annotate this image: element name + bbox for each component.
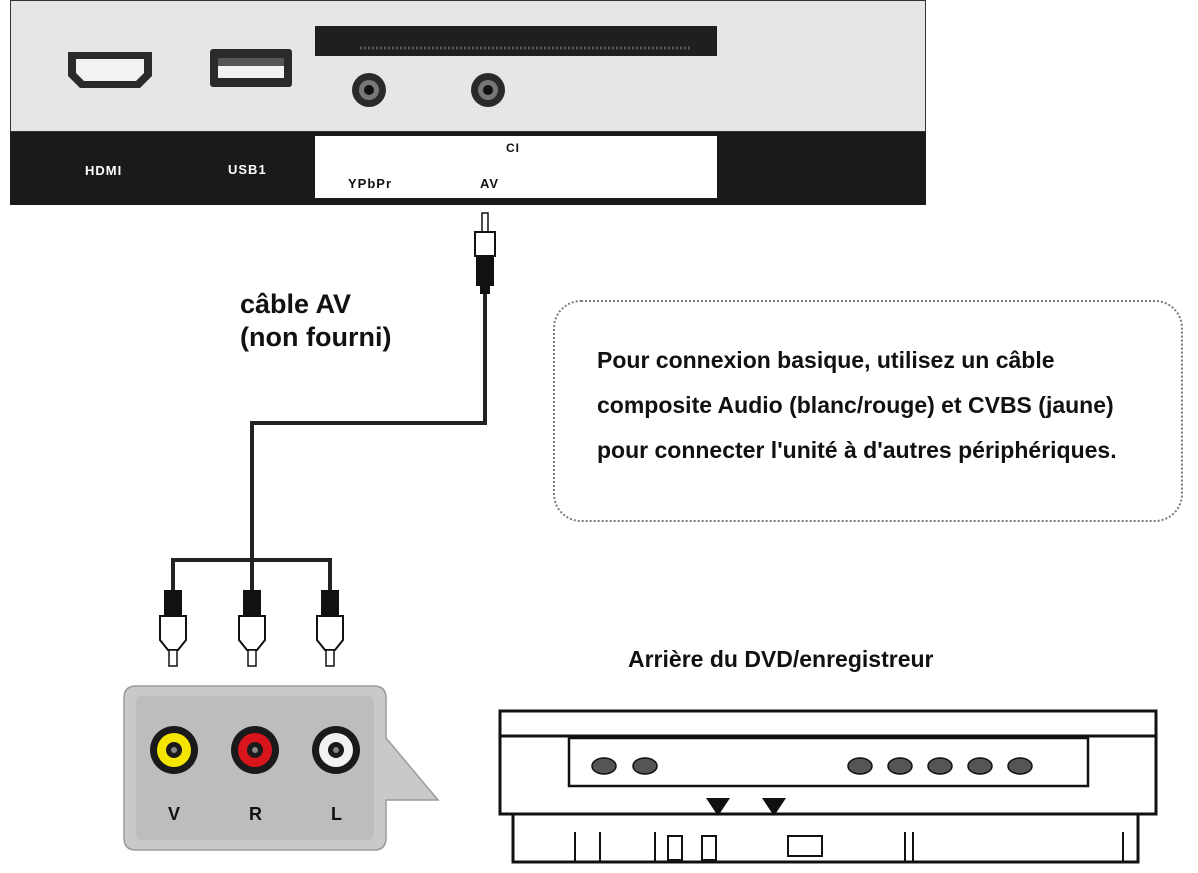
rca-plug-right-icon — [238, 590, 266, 667]
dvd-connector-icons — [591, 757, 1033, 775]
rca-plug-video-icon — [159, 590, 187, 667]
note-box: Pour connexion basique, utilisez un câbl… — [553, 300, 1183, 522]
jack-label-left: L — [331, 804, 342, 824]
ypbpr-label: YPbPr — [348, 176, 393, 191]
av-label: AV — [480, 176, 500, 191]
rca-jack-video-icon — [150, 726, 198, 774]
hdmi-port-icon — [68, 52, 152, 88]
cable-caption: câble AV (non fourni) — [240, 288, 391, 354]
rca-plug-left-icon — [316, 590, 344, 667]
usb-port-icon — [210, 49, 292, 87]
av-cable-line — [250, 294, 487, 560]
ci-label-box — [315, 136, 717, 198]
av-jack-icon — [471, 73, 505, 107]
note-text: Pour connexion basique, utilisez un câbl… — [597, 347, 1117, 463]
arrow-down-icon — [706, 798, 786, 816]
tv-panel-drawing — [9, 0, 927, 205]
mini-plug-icon — [474, 212, 496, 294]
rca-jack-right-icon — [231, 726, 279, 774]
jack-label-right: R — [249, 804, 262, 824]
cable-caption-line1: câble AV — [240, 289, 352, 319]
tv-rear-panel: HDMI USB1 CI YPbPr AV — [9, 0, 927, 205]
ci-card-slot — [315, 26, 717, 56]
ypbpr-jack-icon — [352, 73, 386, 107]
cable-caption-line2: (non fourni) — [240, 321, 392, 352]
ci-label: CI — [506, 141, 520, 155]
dvd-caption: Arrière du DVD/enregistreur — [628, 646, 934, 672]
usb-label: USB1 — [228, 162, 267, 177]
jack-label-video: V — [168, 804, 181, 824]
dvd-recorder-rear — [498, 709, 1158, 864]
rca-jack-left-icon — [312, 726, 360, 774]
tv-panel-body — [9, 0, 927, 133]
hdmi-label: HDMI — [85, 163, 123, 178]
